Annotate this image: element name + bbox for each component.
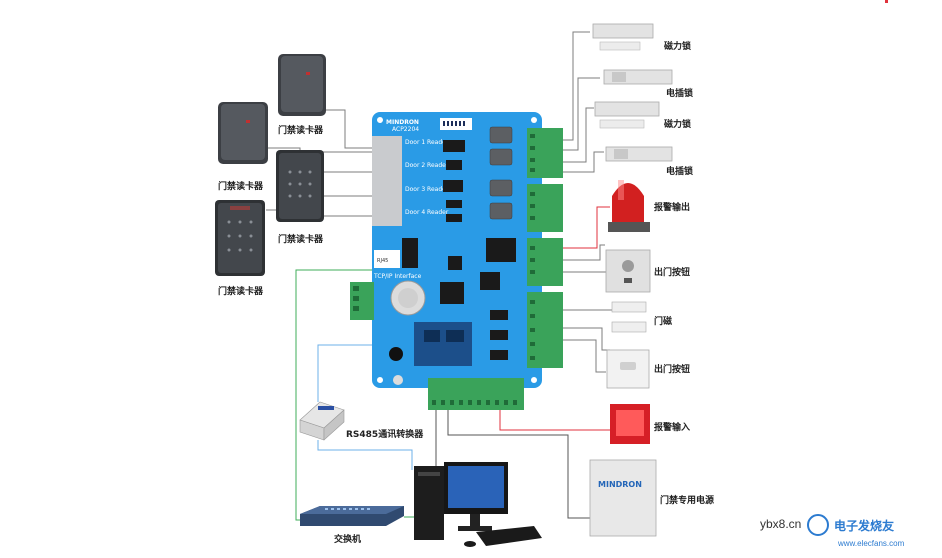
power-module — [414, 322, 472, 366]
electric-bolt-lock-1 — [603, 69, 673, 85]
door-4-label: Door 4 Reader — [405, 209, 449, 216]
lock-2-label: 电插锁 — [666, 87, 693, 99]
watermark-logo-text: 电子发烧友 — [834, 518, 894, 533]
exit-button-1-icon — [605, 249, 651, 293]
terminal-bottom — [428, 378, 524, 410]
rs485-label: RS485通讯转换器 — [346, 428, 424, 440]
card-reader-left-mid — [218, 102, 268, 164]
computer-icon — [414, 462, 542, 547]
rj45-label: RJ45 — [377, 258, 388, 264]
board-model: ACP2204 — [392, 126, 419, 133]
lock-4-label: 电插锁 — [666, 165, 693, 177]
alarm-input-label: 报警输入 — [654, 421, 690, 433]
watermark-site: ybx8.cn — [760, 517, 801, 531]
exit-button-2-label: 出门按钮 — [654, 363, 690, 375]
electric-bolt-lock-2 — [605, 146, 673, 162]
reader-label-right-top: 门禁读卡器 — [278, 124, 324, 136]
card-reader-keypad-left — [215, 200, 265, 276]
watermark: ybx8.cn 电子发烧友 www.elecfans.com — [760, 514, 905, 548]
switch-label: 交换机 — [334, 533, 361, 545]
watermark-url: www.elecfans.com — [837, 539, 905, 548]
magnetic-lock-1 — [592, 23, 654, 51]
reader-label-right-bottom: 门禁读卡器 — [278, 233, 324, 245]
door-2-label: Door 2 Reader — [405, 162, 449, 169]
exit-button-1-label: 出门按钮 — [654, 266, 690, 278]
lock-3-label: 磁力锁 — [664, 118, 691, 130]
reader-label-left-bottom: 门禁读卡器 — [218, 285, 264, 297]
power-supply-box: MINDRON — [589, 459, 657, 537]
card-reader-left-top — [278, 54, 326, 116]
lock-1-label: 磁力锁 — [664, 40, 691, 52]
magnetic-lock-2 — [594, 101, 660, 129]
alarm-strobe-icon — [608, 180, 650, 232]
reader-label-left-top: 门禁读卡器 — [218, 180, 264, 192]
power-box-brand: MINDRON — [598, 480, 642, 489]
card-reader-keypad-right — [276, 150, 324, 222]
power-supply-label: 门禁专用电源 — [660, 494, 714, 506]
door-sensor-icon — [611, 301, 647, 333]
terminals-right — [527, 128, 563, 368]
reader-connector — [372, 136, 402, 226]
watermark-logo-icon — [807, 514, 829, 536]
capacitor — [389, 347, 403, 361]
rj45-port — [374, 250, 400, 268]
controller-board: MINDRON ACP2204 Door 1 Reader Door 2 Rea… — [350, 112, 542, 388]
red-corner-mark — [885, 0, 888, 3]
alarm-output-label: 报警输出 — [654, 201, 690, 213]
door-1-label: Door 1 Reader — [405, 139, 449, 146]
tcpip-label: TCP/IP Interface — [373, 273, 422, 280]
door-3-label: Door 3 Reader — [405, 186, 449, 193]
board-brand: MINDRON — [386, 119, 419, 126]
exit-button-2-icon — [606, 349, 650, 389]
alarm-input-icon — [610, 404, 650, 444]
wires — [266, 31, 612, 521]
network-switch-icon — [300, 506, 404, 526]
door-sensor-label: 门磁 — [654, 315, 672, 327]
rs485-converter-icon — [299, 401, 345, 441]
